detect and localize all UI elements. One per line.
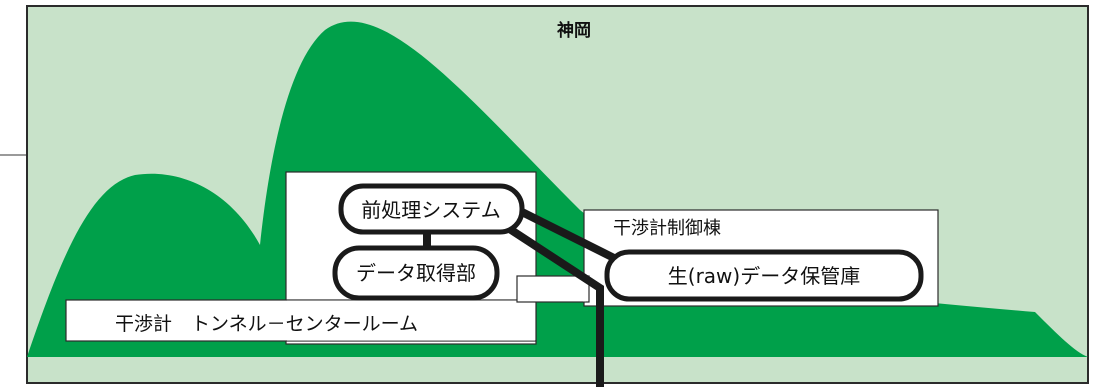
preprocess-label: 前処理システム	[361, 198, 500, 222]
control-building-label: 干渉計制御棟	[613, 218, 721, 239]
corridor-box	[516, 275, 590, 303]
corridor-mask	[583, 276, 586, 302]
line-pre-to-trunk	[502, 222, 604, 387]
raw-storage-node	[604, 249, 924, 302]
tunnel-building-label: 干渉計 トンネル－センタールーム	[115, 313, 418, 335]
preprocess-node	[338, 183, 525, 235]
diagram-title: 神岡	[557, 20, 591, 41]
raw-storage-label: 生(raw)データ保管庫	[668, 264, 860, 288]
acquisition-label: データ取得部	[356, 261, 476, 285]
tunnel-bar-mask	[287, 300, 535, 341]
line-pre-to-raw	[516, 206, 628, 268]
acquisition-node	[332, 245, 500, 301]
